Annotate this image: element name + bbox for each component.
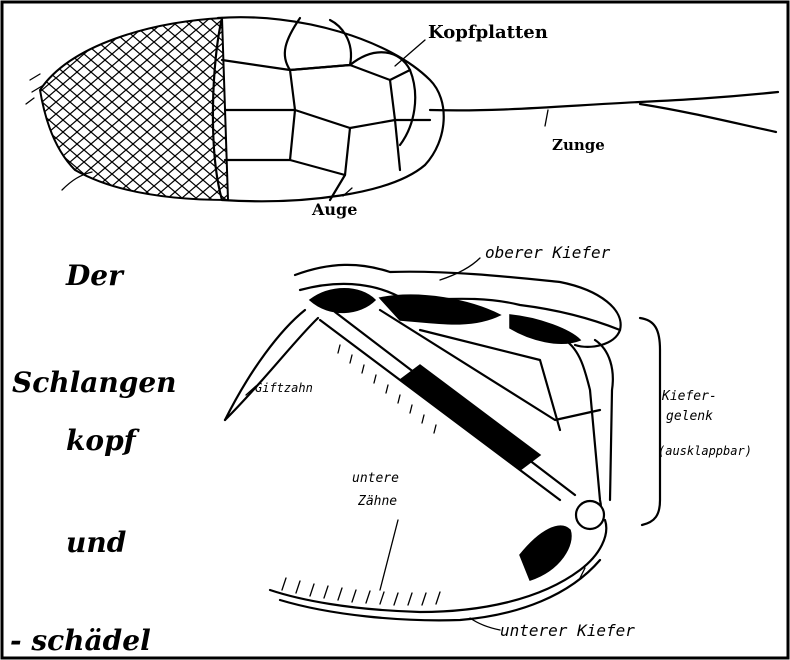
label-untere-zaehne-1: untere bbox=[352, 471, 399, 486]
label-kiefergelenk-1: Kiefer- bbox=[661, 389, 717, 404]
skull-drawing bbox=[225, 258, 660, 630]
jaw-joint bbox=[565, 340, 601, 523]
snake-head-drawing bbox=[26, 17, 778, 201]
title-line-1: Der bbox=[65, 259, 125, 292]
label-unterer-kiefer: unterer Kiefer bbox=[500, 621, 635, 640]
title-line-3: kopf bbox=[66, 424, 141, 457]
label-zunge: Zunge bbox=[552, 136, 605, 154]
fang bbox=[225, 310, 305, 420]
label-oberer-kiefer: oberer Kiefer bbox=[485, 243, 611, 262]
title-line-2: Schlangen bbox=[12, 366, 177, 399]
label-kiefergelenk-3: (ausklappbar) bbox=[658, 444, 752, 458]
label-kiefergelenk-2: gelenk bbox=[666, 409, 713, 424]
label-giftzahn: Giftzahn bbox=[255, 381, 313, 395]
label-auge: Auge bbox=[311, 200, 357, 219]
tongue bbox=[430, 92, 778, 110]
title-line-5: - schädel bbox=[10, 624, 151, 657]
neck-scales bbox=[40, 18, 228, 200]
label-untere-zaehne-2: Zähne bbox=[357, 494, 397, 509]
title-line-4: und bbox=[66, 526, 126, 559]
label-kopfplatten: Kopfplatten bbox=[428, 22, 548, 43]
